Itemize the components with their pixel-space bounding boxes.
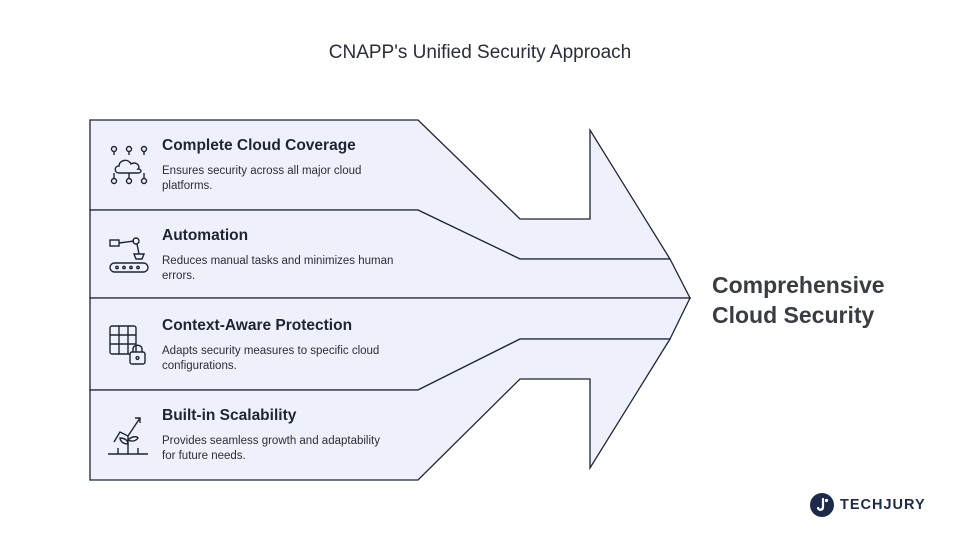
feature-title: Complete Cloud Coverage [162,137,356,154]
techjury-logo-icon [810,493,834,517]
feature-desc-line2: for future needs. [162,450,246,462]
feature-title: Built-in Scalability [162,407,297,424]
feature-complete-cloud-coverage: Complete Cloud Coverage Ensures security… [162,137,432,194]
feature-desc-line1: Ensures security across all major cloud [162,165,362,177]
feature-automation: Automation Reduces manual tasks and mini… [162,227,432,284]
arrow-band-4 [89,338,672,481]
feature-title: Automation [162,227,249,244]
diagram-title: CNAPP's Unified Security Approach [328,42,632,63]
feature-desc-line1: Adapts security measures to specific clo… [162,345,380,357]
feature-desc-line2: platforms. [162,180,213,192]
result-line1: Comprehensive [712,272,885,298]
robot-arm-conveyor-icon [109,237,149,273]
feature-built-in-scalability: Built-in Scalability Provides seamless g… [162,407,432,464]
brand-name: TECHJURY [840,497,926,513]
cloud-network-icon [110,145,148,185]
feature-desc-line1: Provides seamless growth and adaptabilit… [162,435,380,447]
grid-lock-icon [109,325,146,365]
result-line2: Cloud Security [712,302,875,328]
brand-logo: TECHJURY [810,493,926,517]
growth-plant-icon [108,417,148,455]
result-label: Comprehensive Cloud Security [712,270,885,330]
feature-desc-line2: errors. [162,270,196,282]
feature-desc-line2: configurations. [162,360,237,372]
feature-title: Context-Aware Protection [162,317,353,334]
feature-context-aware-protection: Context-Aware Protection Adapts security… [162,317,432,374]
feature-desc-line1: Reduces manual tasks and minimizes human [162,255,394,267]
